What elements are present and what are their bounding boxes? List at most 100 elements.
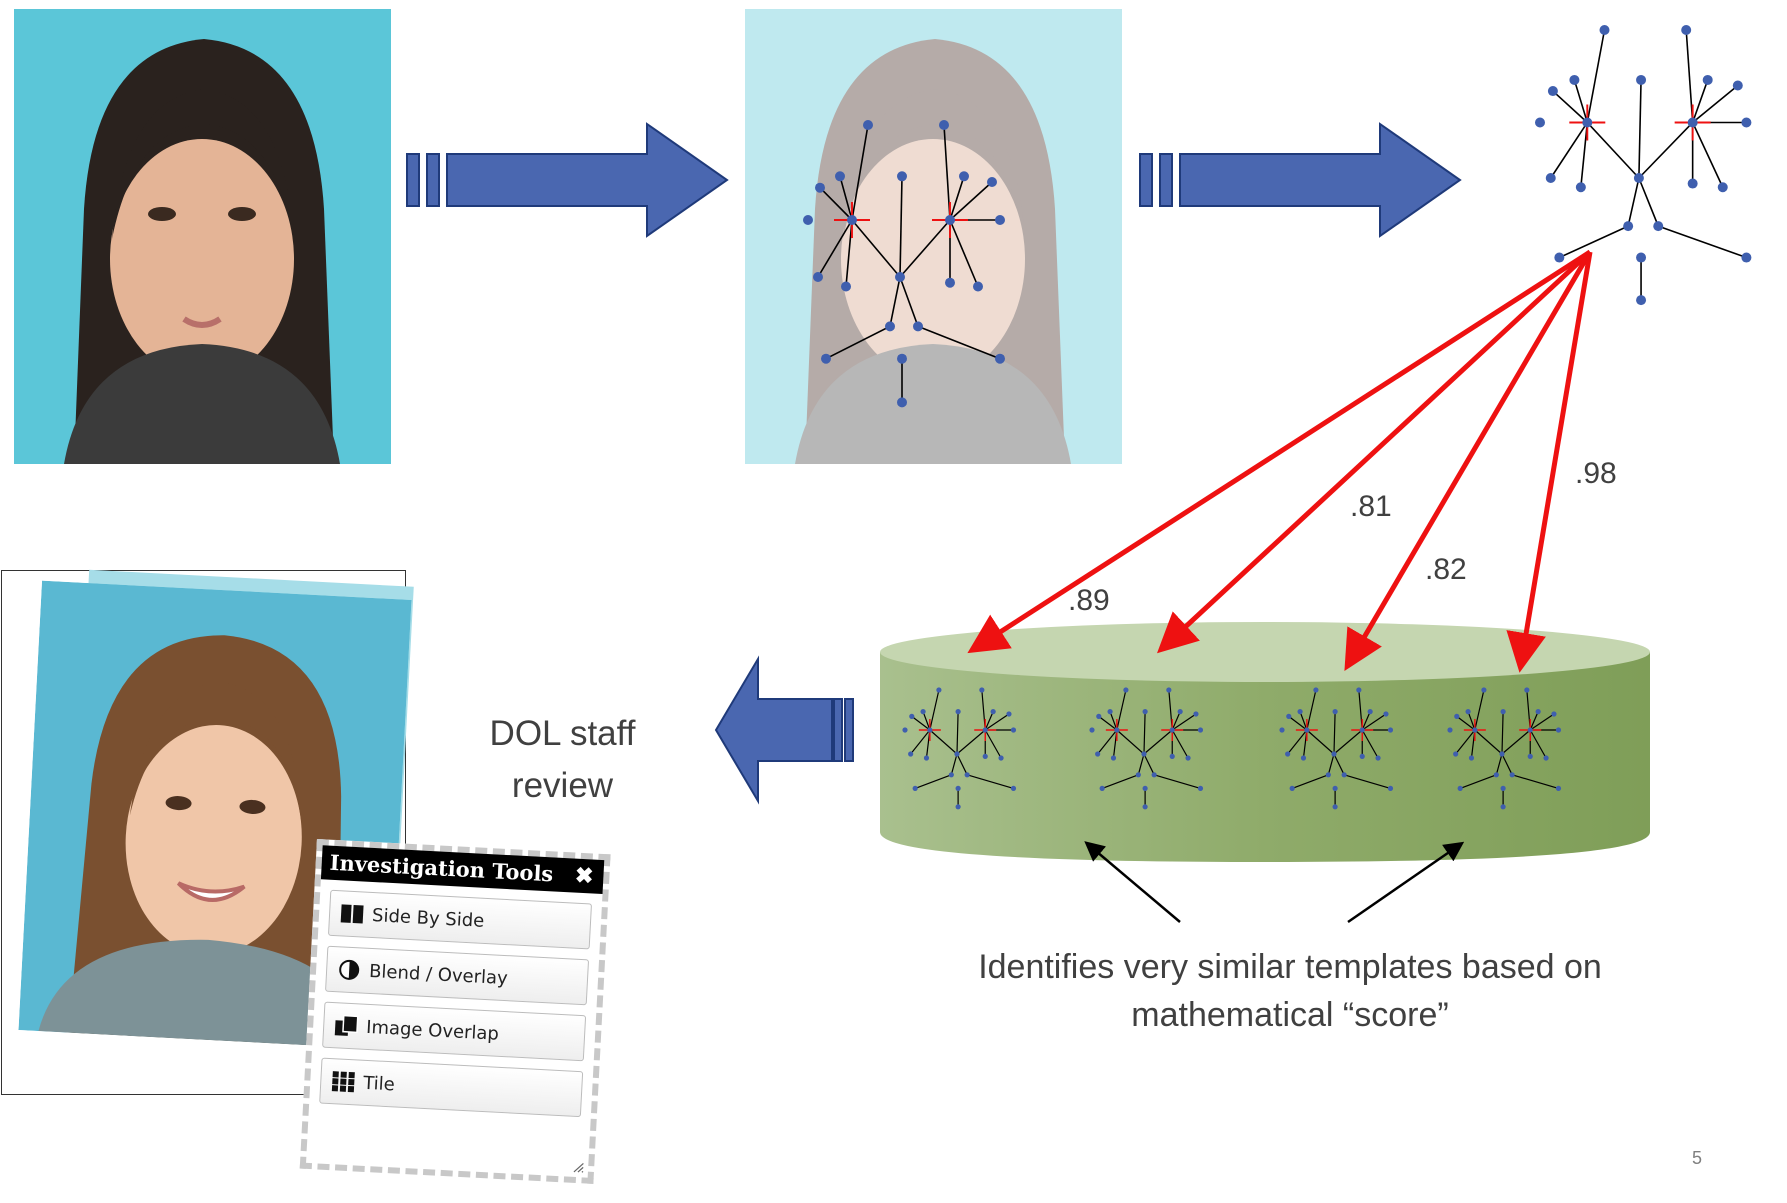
landmark-node bbox=[923, 755, 930, 761]
template-edge bbox=[1171, 711, 1181, 731]
landmark-node bbox=[1547, 86, 1558, 97]
landmark-node bbox=[908, 751, 914, 757]
landmark-node bbox=[863, 120, 873, 130]
landmark-node bbox=[1300, 755, 1307, 761]
score-label-3: .82 bbox=[1425, 553, 1467, 586]
landmark-node bbox=[902, 727, 908, 733]
landmark-node bbox=[1481, 687, 1487, 693]
landmark-node bbox=[1135, 772, 1141, 778]
landmark-node bbox=[909, 713, 915, 720]
landmark-node bbox=[847, 215, 857, 225]
landmark-node bbox=[1359, 727, 1365, 733]
landmark-node bbox=[1359, 753, 1365, 760]
template-edge bbox=[1143, 711, 1146, 755]
landmark-node bbox=[1453, 751, 1459, 757]
landmark-node bbox=[939, 120, 949, 130]
landmark-node bbox=[1535, 117, 1545, 128]
landmark-node bbox=[1185, 755, 1191, 761]
template-edge bbox=[1638, 79, 1642, 179]
landmark-node bbox=[1465, 709, 1471, 715]
panel-header: Investigation Tools ✖ bbox=[320, 845, 605, 895]
landmark-node bbox=[897, 171, 907, 182]
template-edge bbox=[1456, 715, 1476, 731]
landmark-node bbox=[841, 281, 851, 292]
template-edge bbox=[1529, 711, 1539, 731]
template-edge bbox=[1638, 177, 1659, 227]
template-edge bbox=[956, 729, 986, 755]
template-edge bbox=[1638, 121, 1694, 179]
close-icon[interactable]: ✖ bbox=[574, 862, 595, 890]
landmark-node bbox=[897, 397, 907, 408]
template-edge bbox=[899, 276, 919, 327]
resize-handle-icon[interactable] bbox=[572, 1161, 585, 1174]
template-edge bbox=[1101, 774, 1139, 789]
template-edge bbox=[845, 219, 853, 287]
landmark-node bbox=[1717, 182, 1728, 193]
score-arrow-3 bbox=[1344, 250, 1593, 671]
landmark-node bbox=[1332, 785, 1338, 792]
landmark-node bbox=[955, 804, 961, 810]
landmark-node bbox=[1555, 727, 1562, 733]
landmark-node bbox=[959, 171, 969, 182]
landmark-node bbox=[1279, 727, 1285, 733]
image-overlap-button[interactable]: Image Overlap bbox=[322, 1001, 587, 1062]
template-edge bbox=[1501, 729, 1531, 755]
landmark-node bbox=[1010, 785, 1017, 792]
template-edge bbox=[1333, 711, 1336, 755]
landmark-node bbox=[1500, 785, 1506, 792]
template-edge bbox=[1098, 715, 1118, 731]
investigation-tools-panel: Investigation Tools ✖ Side By Side Blend… bbox=[299, 839, 611, 1184]
score-label-1: .89 bbox=[1068, 584, 1110, 617]
landmark-node bbox=[912, 785, 918, 792]
template-edge bbox=[943, 124, 951, 221]
template-edge bbox=[1306, 729, 1335, 755]
landmark-node bbox=[982, 753, 988, 760]
landmark-node bbox=[813, 272, 823, 282]
template-edge bbox=[825, 325, 891, 360]
template-edge bbox=[922, 711, 931, 731]
landmark-node bbox=[982, 727, 988, 733]
landmark-node bbox=[1304, 727, 1310, 733]
template-edge bbox=[851, 219, 901, 278]
landmark-node bbox=[1387, 785, 1394, 792]
side-by-side-button[interactable]: Side By Side bbox=[327, 889, 593, 950]
landmark-node bbox=[979, 687, 985, 693]
template-edge bbox=[1657, 225, 1747, 259]
template-edge bbox=[984, 711, 994, 731]
candidate-photo bbox=[18, 580, 412, 1050]
landmark-node bbox=[948, 772, 954, 778]
landmark-node bbox=[1687, 117, 1698, 128]
panel-title: Investigation Tools bbox=[329, 849, 554, 887]
review-label-line2: review bbox=[511, 766, 614, 805]
landmark-node bbox=[1681, 25, 1692, 35]
landmark-node bbox=[1499, 751, 1505, 757]
landmark-node bbox=[1123, 687, 1129, 693]
blend-overlay-button[interactable]: Blend / Overlay bbox=[325, 945, 590, 1006]
page-number: 5 bbox=[1692, 1148, 1703, 1168]
template-edge bbox=[929, 689, 940, 731]
landmark-node bbox=[1286, 713, 1292, 720]
landmark-node bbox=[1375, 755, 1381, 761]
template-edge bbox=[1586, 121, 1640, 179]
template-edge bbox=[984, 729, 1002, 759]
template-edge bbox=[1559, 225, 1629, 259]
template-edge bbox=[1288, 715, 1308, 731]
landmark-node bbox=[1599, 25, 1610, 35]
landmark-node bbox=[1545, 173, 1556, 183]
template-edge bbox=[929, 729, 958, 755]
template-edge bbox=[950, 753, 958, 775]
landmark-node bbox=[1341, 772, 1347, 778]
landmark-node bbox=[897, 353, 907, 364]
landmark-node bbox=[1543, 755, 1549, 761]
landmark-node bbox=[1509, 772, 1515, 778]
landmark-node bbox=[1454, 713, 1460, 720]
template-edge bbox=[1116, 729, 1145, 755]
landmark-node bbox=[913, 321, 923, 332]
template-edge bbox=[1343, 774, 1391, 789]
template-edge bbox=[914, 774, 952, 789]
tile-button[interactable]: Tile bbox=[319, 1057, 584, 1118]
